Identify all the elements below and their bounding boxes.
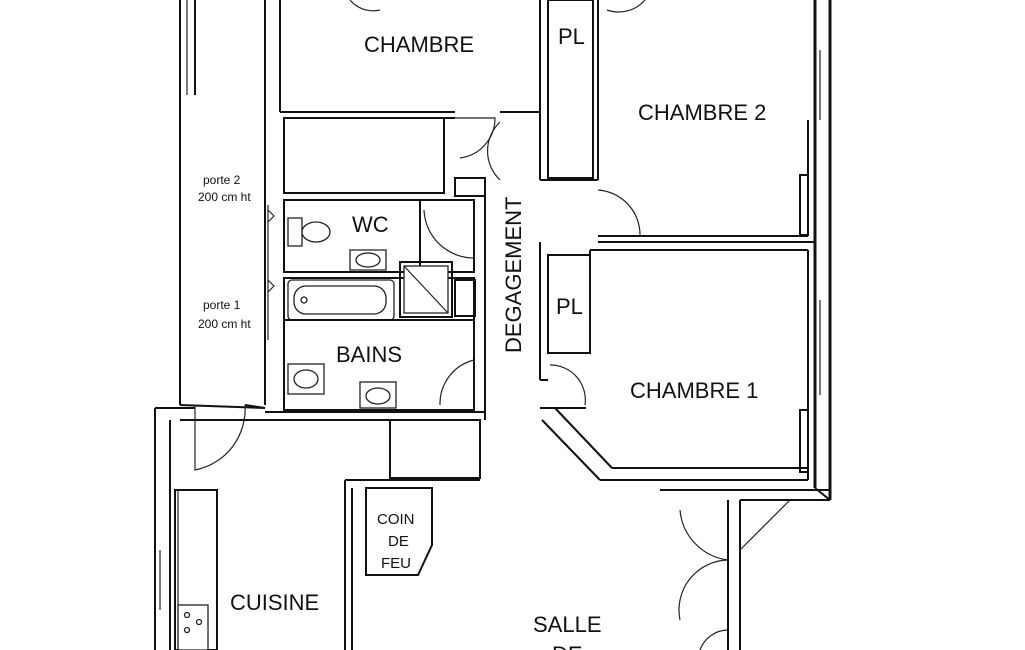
room-label-degagement: DEGAGEMENT (501, 197, 526, 353)
room-label-bains: BAINS (336, 342, 402, 367)
chambre1-walls (541, 249, 809, 481)
wc-room (267, 199, 475, 273)
note-porte-2-line2: 200 cm ht (198, 190, 251, 204)
note-porte-1-line1: porte 1 (203, 298, 241, 312)
note-porte-2-line1: porte 2 (203, 173, 241, 187)
room-label-wc: WC (352, 212, 389, 237)
room-label-coin-line2: DE (388, 533, 409, 550)
pl-top-walls (540, 0, 646, 181)
room-label-pl-mid: PL (556, 294, 583, 319)
room-label-coin-line1: COIN (377, 511, 415, 528)
room-label-chambre-2: CHAMBRE 2 (638, 100, 766, 125)
room-label-pl-top: PL (558, 24, 585, 49)
room-label-chambre-1: CHAMBRE 1 (630, 378, 758, 403)
room-label-chambre: CHAMBRE (364, 32, 474, 57)
lower-zone-walls (174, 404, 791, 650)
room-label-salle-line2: DE (552, 642, 583, 650)
room-label-cuisine: CUISINE (230, 590, 319, 615)
room-label-coin-line3: FEU (381, 555, 411, 572)
exterior-walls (154, 0, 832, 650)
note-porte-1-line2: 200 cm ht (198, 317, 251, 331)
chambre2-walls (597, 0, 815, 243)
chambre-room-walls (280, 0, 541, 197)
bains-room (267, 261, 476, 411)
room-label-salle-line1: SALLE (533, 612, 602, 637)
